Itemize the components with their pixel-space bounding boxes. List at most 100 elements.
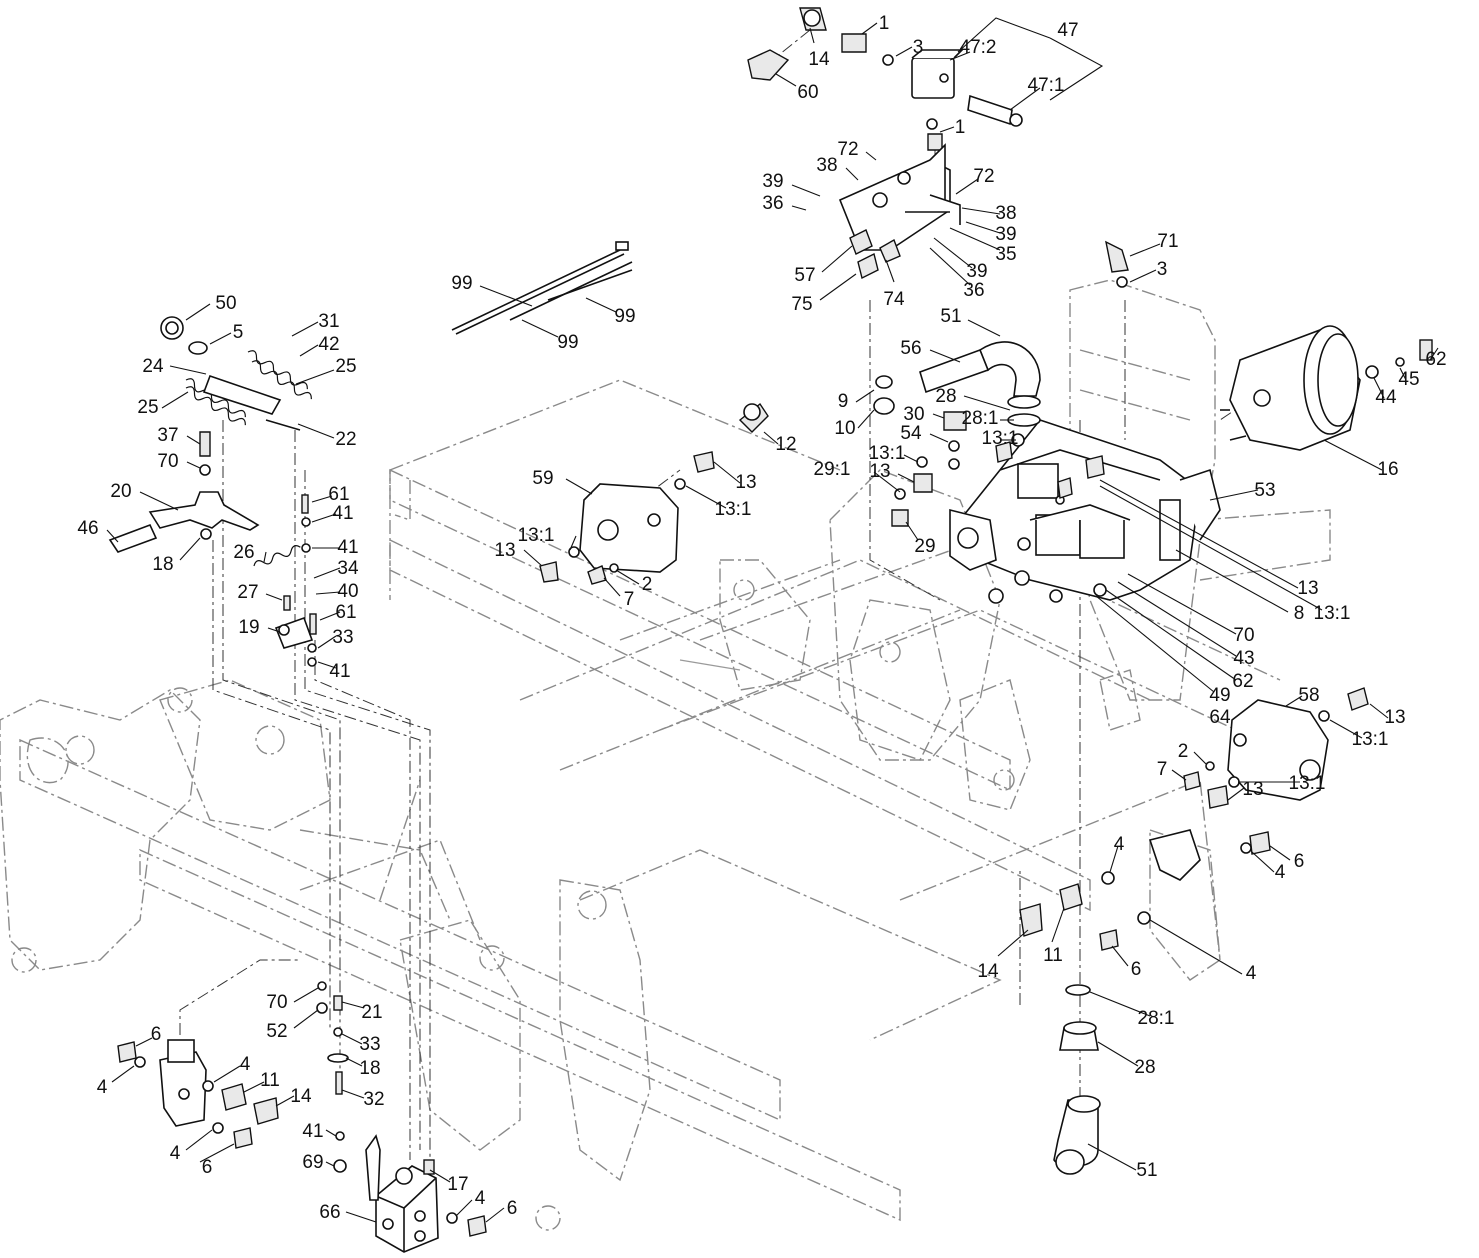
callout-label: 70	[1233, 625, 1254, 646]
callout-label: 39	[995, 224, 1016, 245]
parts	[108, 7, 1433, 1253]
callout-label: 31	[318, 311, 339, 332]
callout-label: 33	[359, 1034, 380, 1055]
callout-label: 69	[302, 1152, 323, 1173]
callout-label: 29	[914, 536, 935, 557]
callout-label: 25	[137, 397, 158, 418]
callout-label: 59	[532, 468, 553, 489]
callout-label: 13	[1242, 779, 1263, 800]
callout-label: 51	[940, 306, 961, 327]
callout-label: 11	[260, 1070, 280, 1091]
callout-label: 71	[1157, 231, 1178, 252]
callout-label: 57	[794, 265, 815, 286]
callout-label: 13:1	[1352, 729, 1389, 750]
callout-label: 29:1	[814, 459, 851, 480]
callout-label: 1	[879, 13, 890, 34]
callout-label: 47:1	[1028, 75, 1065, 96]
callout-label: 35	[995, 244, 1016, 265]
callout-label: 47	[1057, 20, 1078, 41]
callout-label: 13	[1384, 707, 1405, 728]
callout-label: 13	[494, 540, 515, 561]
callout-label: 25	[335, 356, 356, 377]
callout-label: 43	[1233, 648, 1254, 669]
callout-label: 22	[335, 429, 356, 450]
callout-label: 70	[266, 992, 287, 1013]
callout-label: 28	[1134, 1057, 1155, 1078]
callout-label: 4	[97, 1077, 108, 1098]
callout-label: 14	[977, 961, 999, 982]
callout-label: 41	[329, 661, 350, 682]
callout-label: 41	[332, 503, 353, 524]
callout-label: 4	[1275, 862, 1286, 883]
callout-label: 8	[1294, 603, 1305, 624]
callout-label: 1	[955, 117, 966, 138]
callout-label: 7	[1157, 759, 1168, 780]
callout-label: 54	[900, 423, 922, 444]
callout-label: 17	[447, 1174, 468, 1195]
callout-label: 4	[170, 1143, 181, 1164]
callout-label: 6	[151, 1024, 162, 1045]
callout-label: 27	[237, 582, 258, 603]
callout-label: 28:1	[1138, 1008, 1175, 1029]
callout-label: 9	[838, 391, 849, 412]
callout-label: 41	[337, 537, 358, 558]
callout-label: 58	[1298, 685, 1319, 706]
callout-label: 4	[240, 1054, 251, 1075]
callout-label: 42	[318, 334, 339, 355]
callout-label: 37	[157, 425, 178, 446]
callout-label: 36	[963, 280, 984, 301]
callout-label: 72	[973, 166, 994, 187]
callout-label: 49	[1209, 685, 1230, 706]
callout-label: 6	[202, 1157, 213, 1178]
callout-label: 13:1	[869, 443, 906, 464]
callout-label: 38	[816, 155, 837, 176]
callout-label: 13:1	[982, 428, 1019, 449]
callout-label: 32	[363, 1089, 384, 1110]
callout-label: 33	[332, 627, 353, 648]
callout-label: 28:1	[962, 408, 999, 429]
callout-label: 3	[1157, 259, 1168, 280]
callout-label: 13:1	[518, 525, 555, 546]
callout-label: 4	[1246, 963, 1257, 984]
callout-label: 14	[290, 1086, 312, 1107]
callout-label: 44	[1375, 387, 1397, 408]
callout-label: 20	[110, 481, 131, 502]
callout-label: 13	[869, 461, 890, 482]
callout-label: 39	[762, 171, 783, 192]
callout-label: 26	[233, 542, 254, 563]
callout-label: 12	[775, 434, 796, 455]
callout-label: 14	[808, 49, 830, 70]
callout-label: 66	[319, 1202, 340, 1223]
callout-label: 11	[1043, 945, 1063, 966]
callout-label: 13:1	[1314, 603, 1351, 624]
callout-label: 24	[142, 356, 164, 377]
callout-label: 6	[1294, 851, 1305, 872]
drive-motor	[1105, 240, 1433, 451]
callout-label: 39	[966, 261, 987, 282]
callout-label: 38	[995, 203, 1016, 224]
callout-label: 61	[328, 484, 349, 505]
callout-label: 19	[238, 617, 259, 638]
callout-label: 36	[762, 193, 783, 214]
leader-lines	[106, 17, 1439, 1223]
callout-label: 53	[1254, 480, 1275, 501]
springs	[185, 350, 312, 567]
callout-label: 56	[900, 338, 921, 359]
callout-label: 13	[1297, 578, 1318, 599]
callout-label: 46	[77, 518, 98, 539]
callout-label: 4	[1114, 834, 1125, 855]
callout-label: 70	[157, 451, 178, 472]
callout-label: 18	[152, 554, 173, 575]
callout-label: 62	[1425, 349, 1446, 370]
callout-label: 34	[337, 558, 359, 579]
callout-label: 41	[302, 1121, 323, 1142]
callout-label: 13:1	[1289, 773, 1326, 794]
callout-label: 21	[361, 1002, 382, 1023]
callout-label: 5	[233, 322, 244, 343]
callout-label: 40	[337, 581, 358, 602]
callout-label: 47:2	[960, 37, 997, 58]
callout-label: 64	[1209, 707, 1231, 728]
callout-label: 6	[1131, 959, 1142, 980]
